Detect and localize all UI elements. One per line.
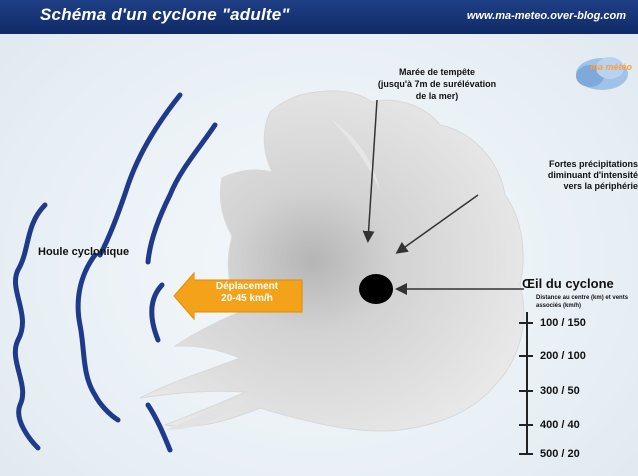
- precipitation-label: Fortes précipitations diminuant d'intens…: [510, 159, 638, 192]
- swell-wave: [78, 255, 118, 420]
- scale-tick-label: 500 / 20: [540, 448, 580, 460]
- scale-tick-label: 400 / 40: [540, 419, 580, 431]
- eye-subtitle: Distance au centre (km) et vents associé…: [536, 294, 638, 310]
- scale-tick-label: 200 / 100: [540, 350, 586, 362]
- swell-wave: [15, 205, 45, 448]
- scale-tick-label: 300 / 50: [540, 385, 580, 397]
- logo-text: ma météo: [590, 63, 632, 72]
- swell-wave: [152, 285, 162, 340]
- movement-label: Déplacement 20-45 km/h: [193, 281, 301, 305]
- ma-meteo-logo: [570, 50, 630, 94]
- storm-surge-label: Marée de tempête (jusqu'à 7m de suréléva…: [372, 66, 502, 102]
- scale-tick-label: 100 / 150: [540, 317, 586, 329]
- swell-label: Houle cyclonique: [38, 246, 129, 258]
- cyclone-body: [140, 91, 524, 431]
- swell-wave: [148, 405, 170, 450]
- cyclone-eye: [359, 274, 393, 304]
- swell-wave: [100, 95, 180, 255]
- swell-wave: [148, 125, 215, 262]
- eye-label: Œil du cyclone: [522, 276, 614, 291]
- swell-waves: [15, 95, 215, 450]
